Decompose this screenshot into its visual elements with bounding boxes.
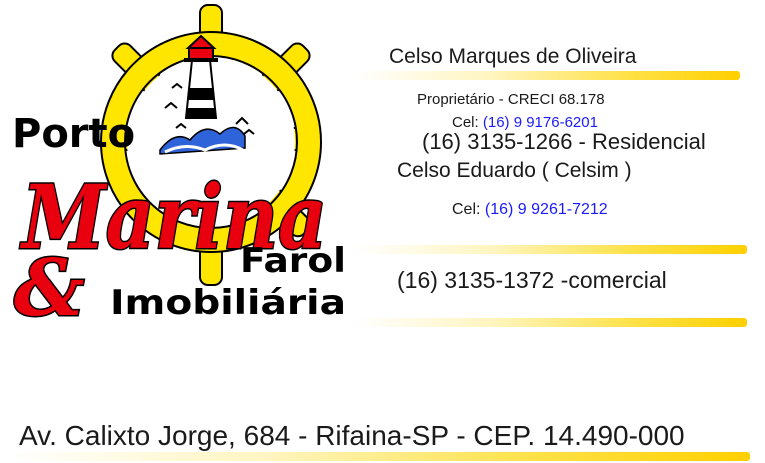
logo-marina: Marina [19, 165, 327, 269]
owner-role: Proprietário - CRECI 68.178 [417, 91, 605, 108]
divider-bar [355, 245, 747, 254]
divider-bar [355, 71, 740, 80]
owner-name: Celso Marques de Oliveira [389, 45, 637, 68]
owner-residential-phone: (16) 3135-1266 - Residencial [422, 129, 706, 154]
partner-name: Celso Eduardo ( Celsim ) [397, 159, 632, 182]
divider-bar [10, 452, 750, 461]
logo-porto: Porto [12, 111, 135, 157]
lighthouse-icon [184, 34, 218, 119]
divider-bar [355, 318, 747, 327]
seagulls-icon [164, 82, 255, 135]
logo-imobiliaria: Imobiliária [110, 283, 346, 323]
owner-cel: Cel: (16) 9 9176-6201 [452, 114, 598, 131]
logo-ampersand: & [14, 243, 84, 330]
address: Av. Calixto Jorge, 684 - Rifaina-SP - CE… [19, 420, 685, 451]
commercial-phone: (16) 3135-1372 -comercial [397, 267, 667, 293]
partner-cel-label: Cel: [452, 201, 481, 218]
porto-marina-logo: Porto Marina & Farol Imobiliária [12, 4, 346, 330]
owner-cel-label: Cel: [452, 114, 479, 131]
sea-waves-icon [159, 126, 246, 155]
partner-cel: Cel: (16) 9 9261-7212 [452, 201, 608, 219]
partner-cel-number: (16) 9 9261-7212 [484, 201, 608, 218]
logo-farol: Farol [240, 241, 346, 281]
owner-cel-number: (16) 9 9176-6201 [482, 114, 598, 131]
